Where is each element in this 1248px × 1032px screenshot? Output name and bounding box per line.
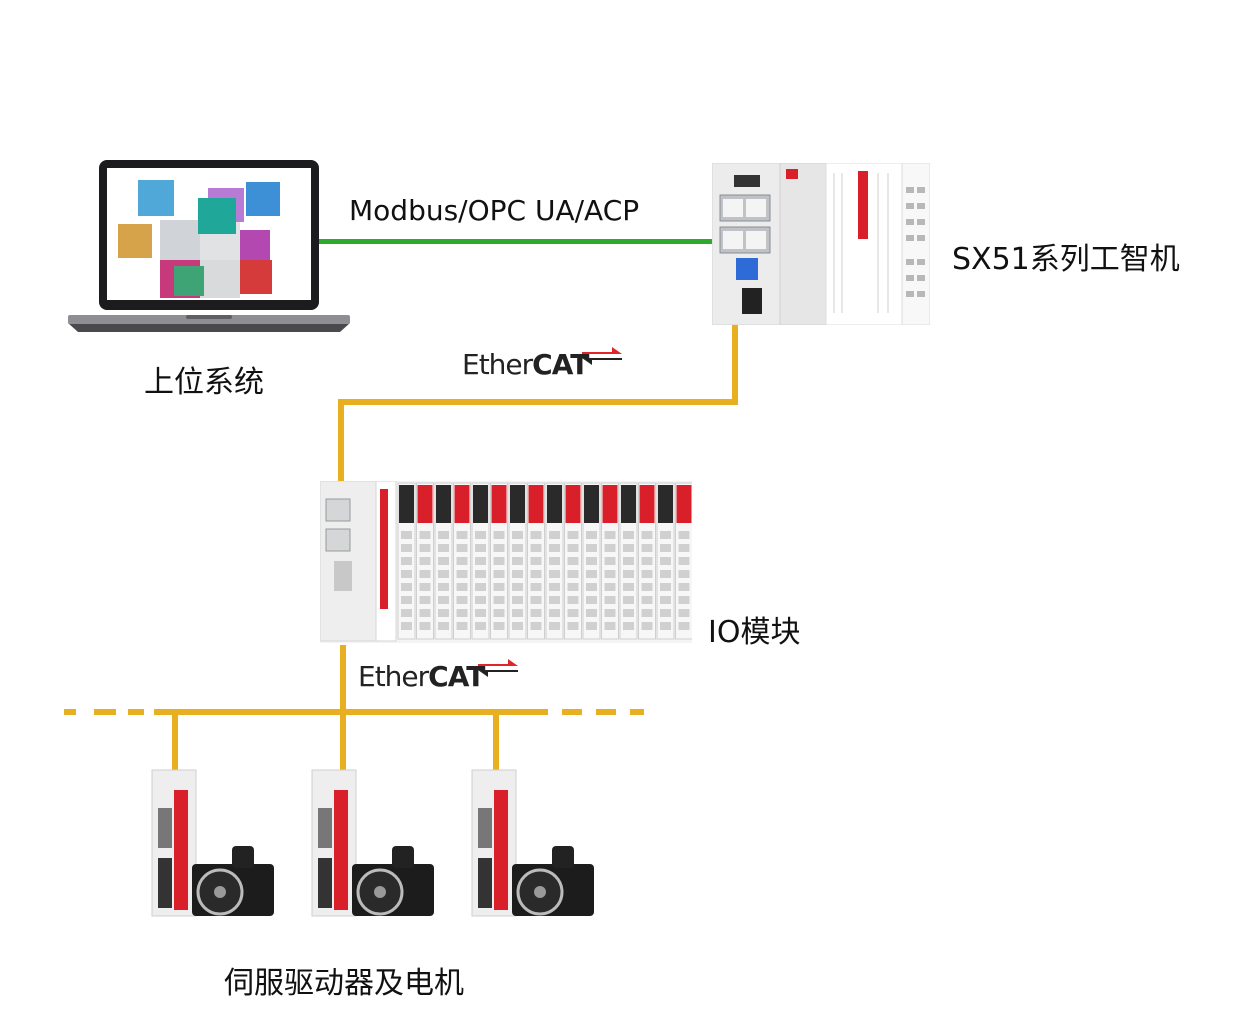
- servo-label: 伺服驱动器及电机: [224, 966, 464, 1001]
- ethercat-logo-suffix: CAT: [532, 348, 589, 381]
- ethercat-bus-dash: [94, 709, 116, 715]
- ethercat-bus-dash: [562, 709, 582, 715]
- ethercat-link-controller-vertical: [732, 295, 738, 405]
- ethercat-arrows-icon: [476, 657, 520, 679]
- ethercat-bus-line: [154, 709, 548, 715]
- ethercat-logo-prefix: Ether: [358, 660, 429, 693]
- ethercat-logo-suffix: CAT: [428, 660, 485, 693]
- servo-unit-1: [150, 768, 280, 928]
- host-label: 上位系统: [144, 365, 264, 400]
- ethercat-bus-dash: [64, 709, 76, 715]
- modbus-protocol-label: Modbus/OPC UA/ACP: [349, 194, 640, 227]
- controller-label: SX51系列工智机: [952, 242, 1180, 277]
- servo-unit-2: [310, 768, 440, 928]
- ethercat-arrows-icon: [580, 345, 624, 367]
- io-module-image: [320, 481, 692, 643]
- servo-unit-3: [470, 768, 600, 928]
- ethercat-bus-dash: [596, 709, 616, 715]
- ethercat-logo-prefix: Ether: [462, 348, 533, 381]
- ethercat-bus-drop: [340, 645, 346, 714]
- servo-drop-3: [493, 709, 499, 773]
- laptop-image: [68, 160, 350, 335]
- ethercat-link-controller-horizontal: [338, 399, 738, 405]
- ethercat-bus-dash: [630, 709, 644, 715]
- servo-drop-1: [172, 709, 178, 773]
- servo-drop-2: [340, 709, 346, 773]
- controller-image: [712, 163, 930, 325]
- ethercat-logo: EtherCAT: [358, 660, 485, 693]
- modbus-link-line: [318, 239, 713, 244]
- io-label: IO模块: [708, 615, 801, 650]
- ethercat-logo: EtherCAT: [462, 348, 589, 381]
- ethercat-bus-dash: [128, 709, 144, 715]
- ethercat-link-io-vertical: [338, 399, 344, 481]
